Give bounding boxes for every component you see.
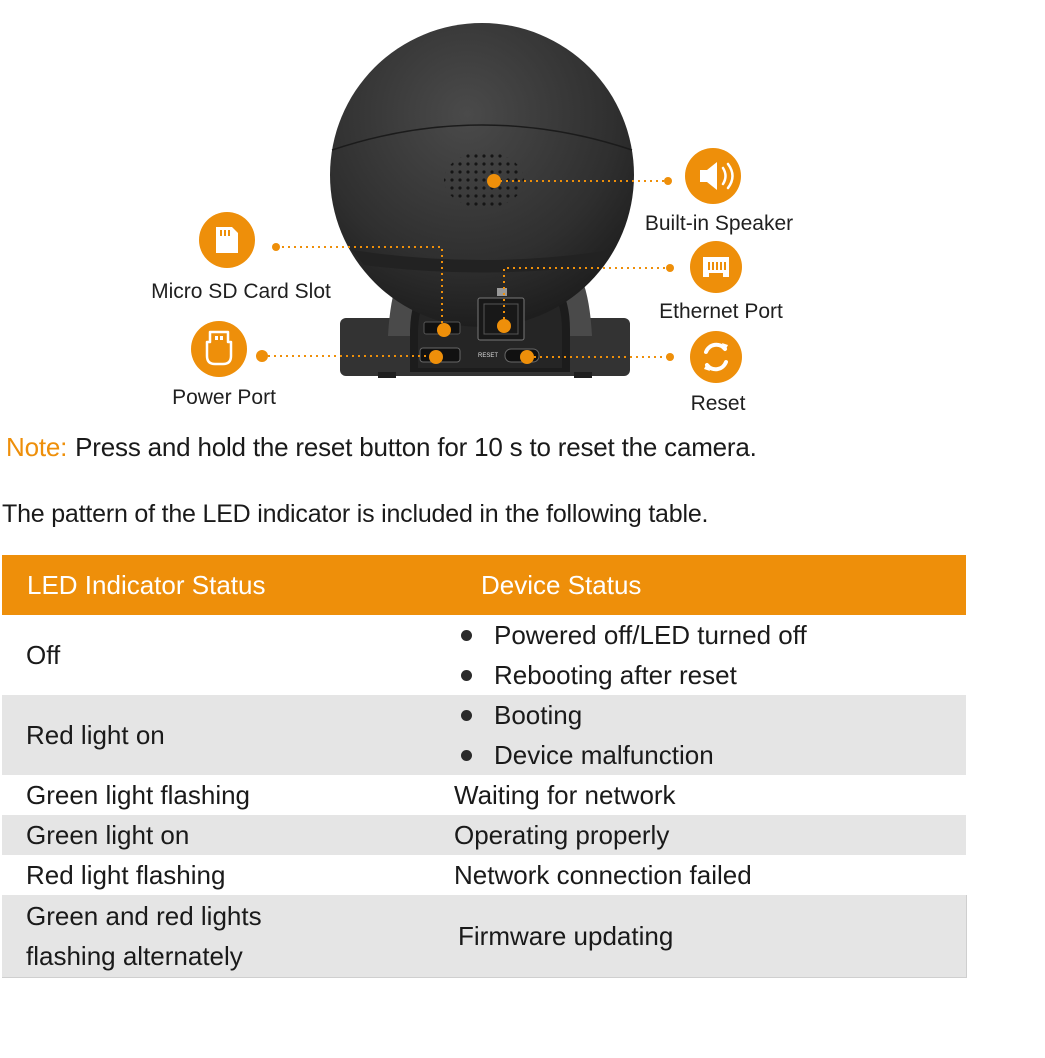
led-status-cell: Red light flashing: [2, 855, 454, 895]
device-status-cell: Booting Device malfunction: [454, 695, 966, 775]
label-micro-sd-card-slot: Micro SD Card Slot: [151, 280, 331, 303]
header-device-status: Device Status: [454, 555, 966, 615]
speaker-grille: [444, 152, 524, 208]
list-item: Rebooting after reset: [454, 655, 966, 695]
table-row: Red light flashing Network connection fa…: [2, 855, 966, 895]
ethernet-icon: [690, 241, 742, 293]
leader-sd: [276, 246, 443, 330]
led-status-cell: Red light on: [2, 695, 454, 775]
table-header-row: LED Indicator Status Device Status: [2, 555, 966, 615]
label-ethernet-port: Ethernet Port: [659, 300, 783, 323]
device-status-cell: Operating properly: [454, 815, 966, 855]
device-status-cell: Powered off/LED turned off Rebooting aft…: [454, 615, 966, 695]
table-row: Red light on Booting Device malfunction: [2, 695, 966, 775]
table-row: Off Powered off/LED turned off Rebooting…: [2, 615, 966, 695]
led-status-cell: Green and red lights flashing alternatel…: [2, 895, 454, 978]
led-status-cell: Green light flashing: [2, 775, 454, 815]
intro-text: The pattern of the LED indicator is incl…: [2, 500, 709, 528]
camera-diagram: RESET: [191, 23, 742, 383]
table-row: Green and red lights flashing alternatel…: [2, 895, 967, 978]
note: Note:Press and hold the reset button for…: [6, 432, 757, 463]
usb-plug-icon: [191, 321, 247, 377]
device-status-cell: Firmware updating: [454, 895, 967, 978]
ethernet-jack: [477, 297, 525, 341]
led-status-table: LED Indicator Status Device Status Off P…: [2, 555, 967, 978]
leader-points: [256, 174, 674, 364]
device-status-cell: Network connection failed: [454, 855, 966, 895]
note-text: Press and hold the reset button for 10 s…: [75, 432, 757, 462]
list-item: Powered off/LED turned off: [454, 615, 966, 655]
label-power-port: Power Port: [172, 386, 276, 409]
list-item: Device malfunction: [454, 735, 966, 775]
note-label: Note:: [6, 432, 68, 462]
leader-lines: [262, 180, 670, 358]
table-row: Green light on Operating properly: [2, 815, 966, 855]
device-status-cell: Waiting for network: [454, 775, 966, 815]
sd-card-icon: [199, 212, 255, 268]
reset-icon: [690, 331, 742, 383]
leader-ethernet: [503, 267, 670, 325]
list-item: Booting: [454, 695, 966, 735]
label-built-in-speaker: Built-in Speaker: [644, 212, 794, 235]
speaker-icon: [685, 148, 741, 204]
led-status-cell: Off: [2, 615, 454, 695]
header-led-indicator-status: LED Indicator Status: [2, 555, 454, 615]
reset-text: RESET: [478, 353, 498, 359]
label-reset: Reset: [690, 392, 746, 415]
camera-sphere: [330, 23, 634, 327]
led-status-cell: Green light on: [2, 815, 454, 855]
table-row: Green light flashing Waiting for network: [2, 775, 966, 815]
